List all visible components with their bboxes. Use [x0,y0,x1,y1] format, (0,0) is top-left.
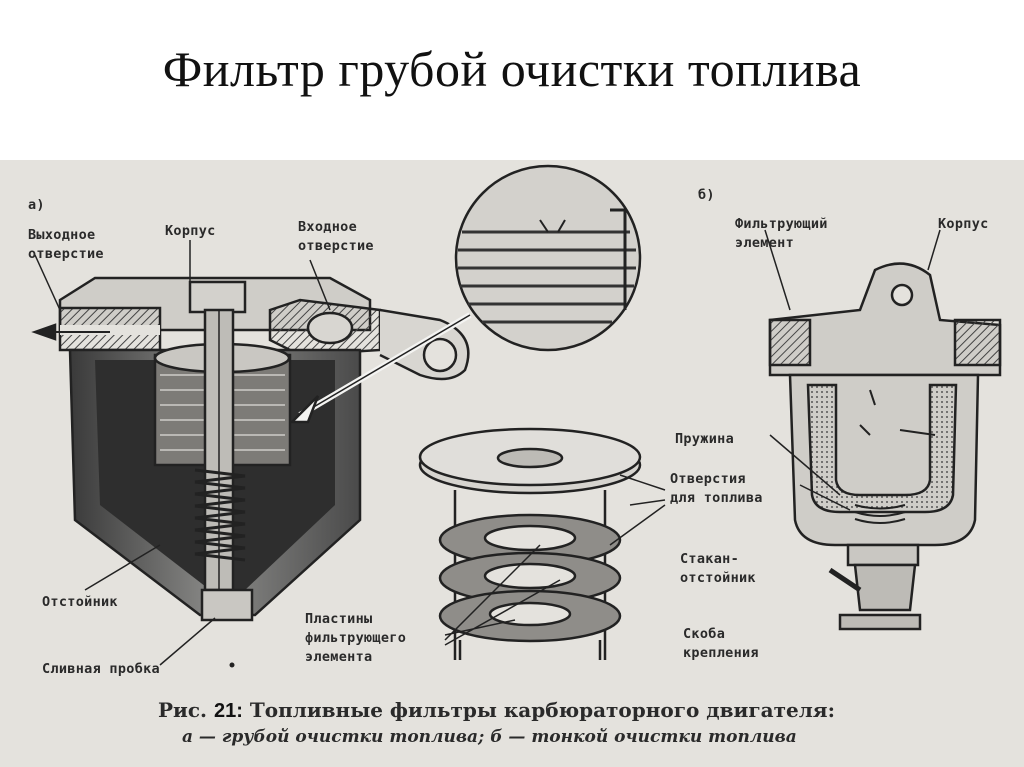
label-outlet-line2: отверстие [28,246,104,262]
panel-a-marker: а) [28,197,45,213]
caption-number: 21: [213,700,243,722]
label-body-a: Корпус [165,223,216,239]
label-inlet-line2: отверстие [298,238,374,254]
label-drain-plug: Сливная пробка [42,661,160,677]
label-plates-line3: элемента [305,649,373,665]
caption-prefix: Рис. [158,698,208,722]
label-inlet-line1: Входное [298,219,357,235]
label-filter-element-line2: элемент [735,235,794,251]
panel-b-marker: б) [698,187,715,203]
label-body-b: Корпус [938,216,989,232]
fuel-filter-figure: а) б) Выходное отверстие Корпус Входное … [0,160,1024,767]
label-outlet-line1: Выходное [28,227,96,243]
figure-caption-line1: Рис. 21: Топливные фильтры карбюраторног… [158,698,835,723]
fuel-filter-drawing [31,164,1002,668]
slide-title: Фильтр грубой очистки топлива [162,41,862,97]
label-sump: Отстойник [42,594,118,610]
label-filter-element-line1: Фильтрующий [735,216,828,232]
fine-filter-illustration [764,229,1002,631]
label-inlet: Входное отверстие [298,218,374,256]
leader-lines [34,240,666,666]
caption-text-line1: Топливные фильтры карбюраторного двигате… [249,698,835,722]
label-spring: Пружина [675,431,734,447]
label-glass-sump: Стакан- отстойник [680,550,756,588]
label-outlet: Выходное отверстие [28,226,104,264]
plates-magnified-view [454,164,642,352]
label-bracket-line1: Скоба [683,626,726,642]
label-filter-element: Фильтрующий элемент [735,215,828,253]
label-plates-line2: фильтрующего [305,630,407,646]
label-fuel-holes: Отверстия для топлива [670,470,763,508]
label-fuel-holes-line2: для топлива [670,490,763,506]
coarse-filter-illustration [31,276,472,622]
label-glass-sump-line1: Стакан- [680,551,739,567]
figure-caption-line2: а — грубой очистки топлива; б — тонкой о… [182,727,797,747]
label-fuel-holes-line1: Отверстия [670,471,746,487]
filter-plates-exploded [418,427,642,660]
label-plates: Пластины фильтрующего элемента [305,610,406,667]
label-bracket-line2: крепления [683,645,759,661]
label-plates-line1: Пластины [305,611,373,627]
drain-plug-mark [229,662,235,668]
label-glass-sump-line2: отстойник [680,570,756,586]
label-bracket: Скоба крепления [683,625,759,663]
